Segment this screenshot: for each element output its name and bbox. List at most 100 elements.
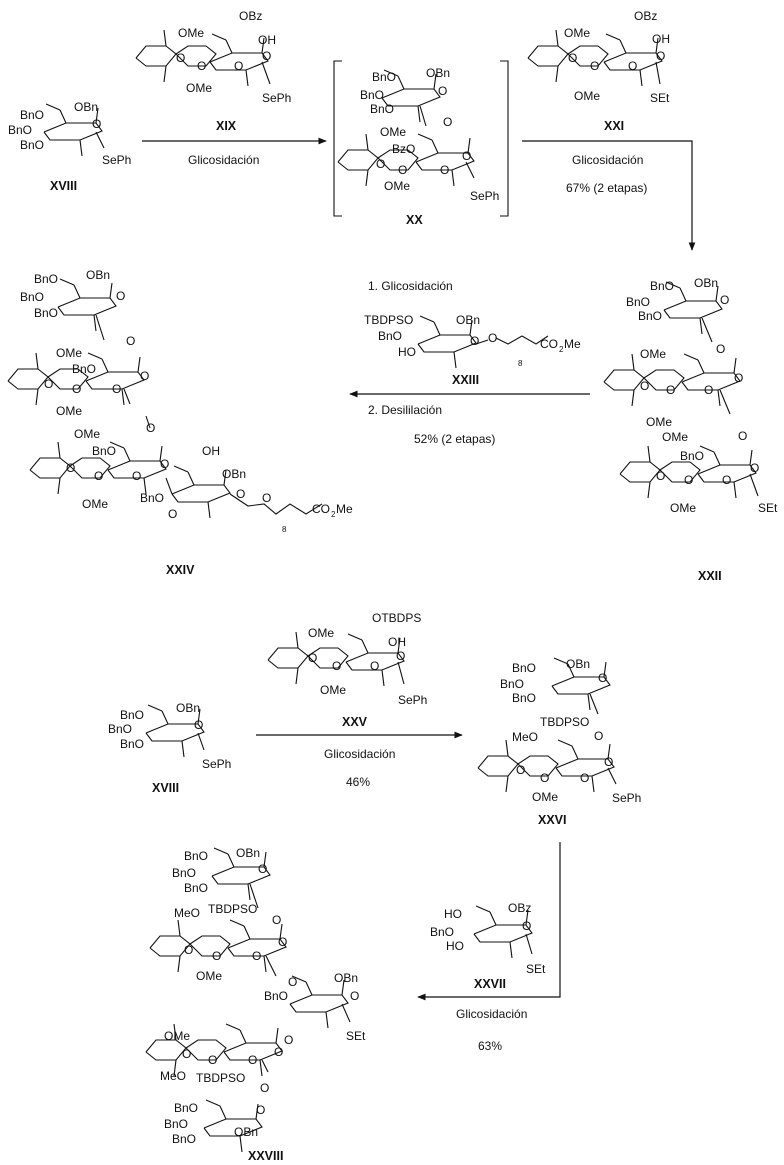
label-xx: XX bbox=[406, 213, 423, 227]
atom-label: O bbox=[262, 491, 271, 505]
atom-label: O bbox=[184, 943, 193, 957]
bond-line bbox=[229, 493, 323, 515]
atom-label: CO bbox=[312, 502, 330, 516]
atom-label: O bbox=[256, 1103, 265, 1117]
atom-label: O bbox=[44, 377, 53, 391]
atom-label: O bbox=[666, 383, 675, 397]
arrow-xxvi-to-xxviii bbox=[417, 842, 561, 1001]
atom-label: O bbox=[568, 51, 577, 65]
sugar-ring bbox=[85, 352, 145, 406]
atom-label: HO bbox=[446, 939, 464, 953]
conditions-xix-step: Glicosidación bbox=[188, 153, 259, 167]
atom-label: OH bbox=[258, 33, 276, 47]
atom-label: BnO bbox=[34, 306, 58, 320]
sugar-ring bbox=[697, 445, 757, 499]
atom-label: SEt bbox=[526, 962, 546, 976]
atom-label: OMe bbox=[308, 626, 334, 640]
conditions-xxvii-step: Glicosidación bbox=[456, 1007, 527, 1021]
compound-xxv: OMe OTBDPS OH O O O O OMe SePh XXV bbox=[267, 611, 427, 729]
atom-label: MeO bbox=[174, 906, 200, 920]
atom-label: BnO bbox=[512, 661, 536, 675]
atom-label: OBz bbox=[508, 901, 531, 915]
atom-label: OMe bbox=[320, 683, 346, 697]
atom-label: O bbox=[248, 1053, 257, 1067]
atom-label: SePh bbox=[470, 189, 499, 203]
compound-xxvii: HO OBz BnO HO O SEt XXVII bbox=[430, 901, 546, 991]
compound-xxiv: BnO OBn BnO BnO O O OMe BnO O O O O OMe … bbox=[7, 268, 353, 577]
bond-line bbox=[123, 388, 131, 405]
yield-xxvii-step: 63% bbox=[478, 1039, 502, 1053]
atom-label: OMe bbox=[574, 89, 600, 103]
atom-label: O bbox=[160, 457, 169, 471]
atom-label: BnO bbox=[172, 1132, 196, 1146]
atom-label: OH bbox=[652, 32, 670, 46]
atom-label: 8 bbox=[282, 525, 287, 534]
atom-label: HO bbox=[398, 345, 416, 359]
atom-label: OMe bbox=[82, 497, 108, 511]
atom-label: O bbox=[182, 1047, 191, 1061]
atom-label: BnO bbox=[164, 1117, 188, 1131]
atom-label: OBn bbox=[236, 846, 260, 860]
atom-label: O bbox=[274, 1045, 283, 1059]
atom-label: OMe bbox=[532, 790, 558, 804]
atom-label: MeO bbox=[512, 730, 538, 744]
atom-label: O bbox=[272, 913, 281, 927]
bond-line bbox=[719, 389, 731, 415]
atom-label: O bbox=[140, 369, 149, 383]
atom-label: MeO bbox=[160, 1069, 186, 1083]
sugar-ring bbox=[681, 353, 741, 407]
atom-label: SEt bbox=[346, 1029, 366, 1043]
atom-label: OBn bbox=[74, 100, 98, 114]
atom-label: O bbox=[470, 334, 479, 348]
atom-label: OBn bbox=[426, 66, 450, 80]
atom-label: OMe bbox=[178, 26, 204, 40]
compound-xviii-bottom: BnO OBn BnO BnO O SePh XVIII bbox=[108, 701, 231, 795]
atom-label: SePh bbox=[612, 791, 641, 805]
atom-label: BnO bbox=[378, 329, 402, 343]
bond-line bbox=[95, 131, 105, 149]
compound-xxii: BnO OBn BnO BnO O O OMe O O O O O OMe OM… bbox=[603, 276, 778, 583]
atom-label: O bbox=[640, 379, 649, 393]
atom-label: O bbox=[604, 755, 613, 769]
atom-label: O bbox=[66, 461, 75, 475]
atom-label: CO bbox=[540, 337, 558, 351]
sugar-ring bbox=[107, 441, 167, 495]
atom-label: OMe bbox=[56, 404, 82, 418]
atom-label: O bbox=[288, 975, 297, 989]
atom-label: TBDPSO bbox=[208, 902, 257, 916]
label-xxiii: XXIII bbox=[452, 373, 479, 387]
bond-line bbox=[397, 661, 405, 685]
atom-label: OMe bbox=[380, 125, 406, 139]
arrow-xx-to-xxii bbox=[522, 140, 696, 251]
label-xxv: XXV bbox=[342, 715, 368, 729]
atom-label: O bbox=[112, 382, 121, 396]
atom-label: TBDPSO bbox=[196, 1071, 245, 1085]
atom-label: OH bbox=[202, 444, 220, 458]
atom-label: O bbox=[197, 59, 206, 73]
atom-label: O bbox=[284, 1033, 293, 1047]
atom-label: O bbox=[440, 163, 449, 177]
atom-label: OBz bbox=[634, 9, 657, 23]
atom-label: OBn bbox=[694, 276, 718, 290]
label-xxii: XXII bbox=[698, 569, 722, 583]
atom-label: BnO bbox=[500, 677, 524, 691]
atom-label: BnO bbox=[120, 708, 144, 722]
atom-label: O bbox=[443, 115, 452, 129]
atom-label: O bbox=[260, 1081, 269, 1095]
atom-label: OBn bbox=[566, 657, 590, 671]
atom-label: OMe bbox=[662, 430, 688, 444]
label-xix: XIX bbox=[216, 119, 237, 133]
atom-label: OTBDPS bbox=[372, 611, 421, 625]
bond-line bbox=[495, 335, 549, 345]
atom-label: O bbox=[628, 59, 637, 73]
bond-line bbox=[249, 883, 259, 909]
atom-label: O bbox=[738, 429, 747, 443]
atom-label: O bbox=[72, 382, 81, 396]
atom-label: O bbox=[236, 487, 245, 501]
atom-label: BnO bbox=[626, 295, 650, 309]
atom-label: O bbox=[252, 949, 261, 963]
atom-label: O bbox=[722, 473, 731, 487]
compound-xxvi: BnO OBn BnO BnO O TBDPSO O MeO O O O O O… bbox=[477, 657, 641, 827]
atom-label: 8 bbox=[518, 359, 523, 368]
atom-label: SePh bbox=[262, 91, 291, 105]
